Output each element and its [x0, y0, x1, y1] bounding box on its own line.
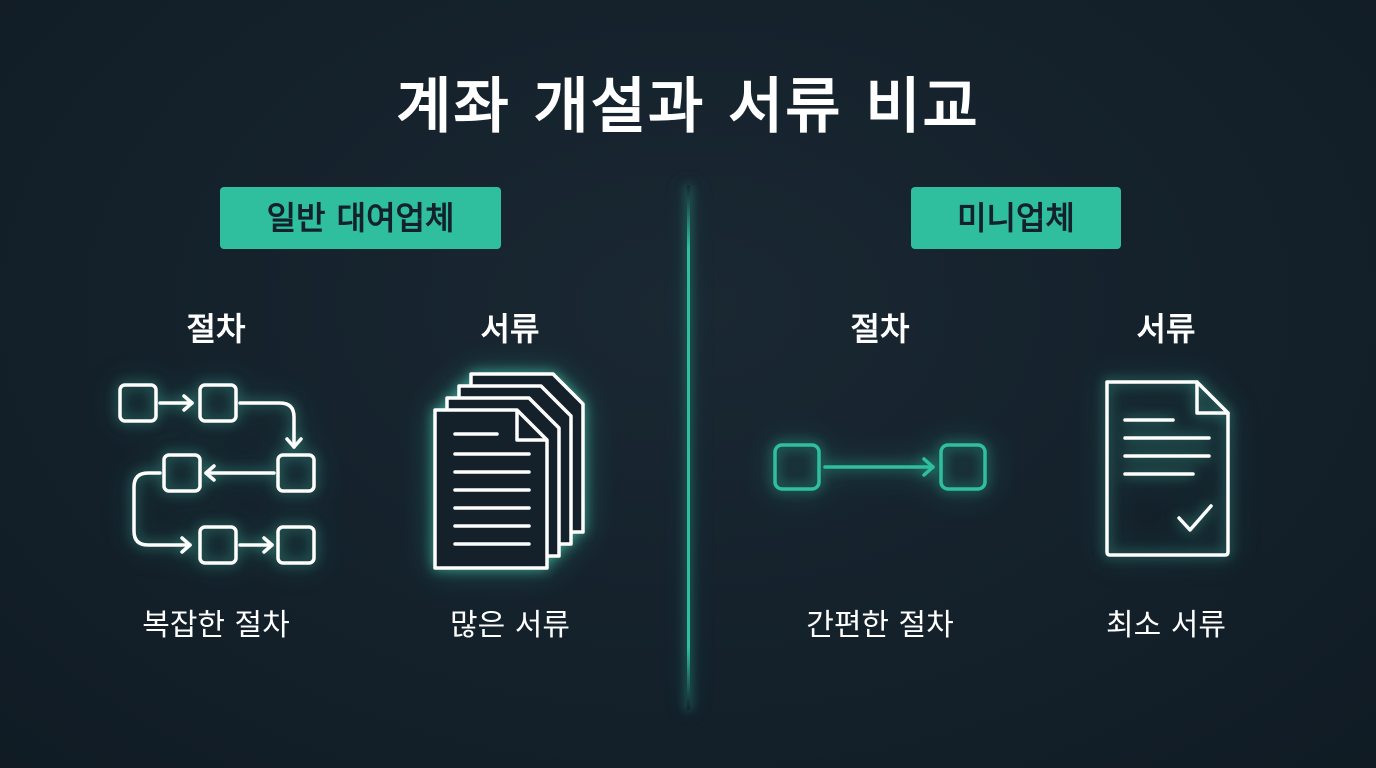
right-documents-caption: 최소 서류 — [1106, 608, 1226, 643]
right-procedure-heading: 절차 — [850, 310, 910, 348]
single-document-check-icon — [1105, 380, 1230, 557]
left-documents-caption: 많은 서류 — [450, 608, 570, 643]
left-section-badge: 일반 대여업체 — [220, 187, 501, 249]
page-title: 계좌 개설과 서류 비교 — [396, 72, 980, 142]
left-procedure-caption: 복잡한 절차 — [142, 608, 290, 643]
left-procedure-heading: 절차 — [186, 310, 246, 348]
complex-flow-icon — [118, 383, 316, 565]
left-documents-heading: 서류 — [480, 310, 540, 348]
right-section-badge: 미니업체 — [911, 187, 1121, 249]
simple-flow-icon — [773, 443, 987, 491]
document-stack-icon — [433, 372, 585, 570]
right-procedure-caption: 간편한 절차 — [806, 608, 954, 643]
right-documents-heading: 서류 — [1136, 310, 1196, 348]
center-divider — [687, 185, 690, 710]
